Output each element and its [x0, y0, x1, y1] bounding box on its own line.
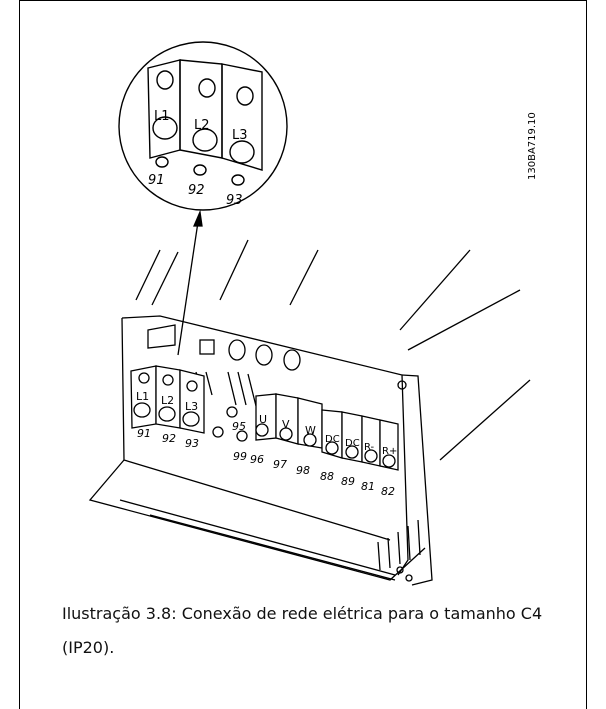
motor-number-88: 88 [320, 470, 334, 483]
mains-terminals [130, 365, 205, 434]
zoom-label-l3: L3 [232, 128, 248, 143]
motor-label-w: W [305, 424, 316, 437]
mains-label-l2: L2 [161, 394, 174, 407]
zoom-terminal-block-l3 [221, 63, 263, 171]
motor-label-rplus: R+ [382, 446, 397, 457]
motor-label-v: V [282, 418, 290, 431]
motor-number-98: 98 [296, 464, 310, 477]
zoom-arrow [177, 209, 203, 356]
zoom-number-91: 91 [148, 173, 165, 188]
motor-label-dc2: DC [345, 438, 360, 449]
zoom-number-93: 93 [226, 193, 243, 208]
mains-number-93: 93 [185, 437, 199, 450]
motor-terminals [212, 393, 399, 471]
motor-number-97: 97 [273, 458, 287, 471]
zoom-label-l1: L1 [154, 109, 170, 124]
zoom-label-l2: L2 [194, 118, 210, 133]
motor-number-81: 81 [361, 480, 375, 493]
mains-label-l3: L3 [185, 400, 198, 413]
motor-number-89: 89 [341, 475, 355, 488]
mains-number-92: 92 [162, 432, 176, 445]
mains-label-l1: L1 [136, 390, 149, 403]
drive-housing [88, 239, 531, 586]
motor-label-rminus: R- [364, 442, 375, 453]
mains-labels: L1 L2 L3 91 92 93 [136, 390, 199, 450]
zoom-labels: L1 L2 L3 91 92 93 [148, 109, 248, 208]
motor-label-dc1: DC [325, 434, 340, 445]
figure-caption: Ilustração 3.8: Conexão de rede elétrica… [62, 604, 543, 657]
zoom-number-92: 92 [188, 183, 205, 198]
mains-number-91: 91 [137, 427, 151, 440]
motor-label-u: U [259, 413, 267, 426]
ground-label-99: 99 [233, 450, 247, 463]
motor-number-82: 82 [381, 485, 395, 498]
ground-label-95: 95 [232, 420, 246, 433]
figure-frame [19, 0, 587, 709]
motor-labels: U V W DC DC R- R+ 96 97 98 88 89 81 82 9… [232, 413, 397, 498]
motor-number-96: 96 [250, 453, 264, 466]
zoom-detail [118, 41, 288, 211]
